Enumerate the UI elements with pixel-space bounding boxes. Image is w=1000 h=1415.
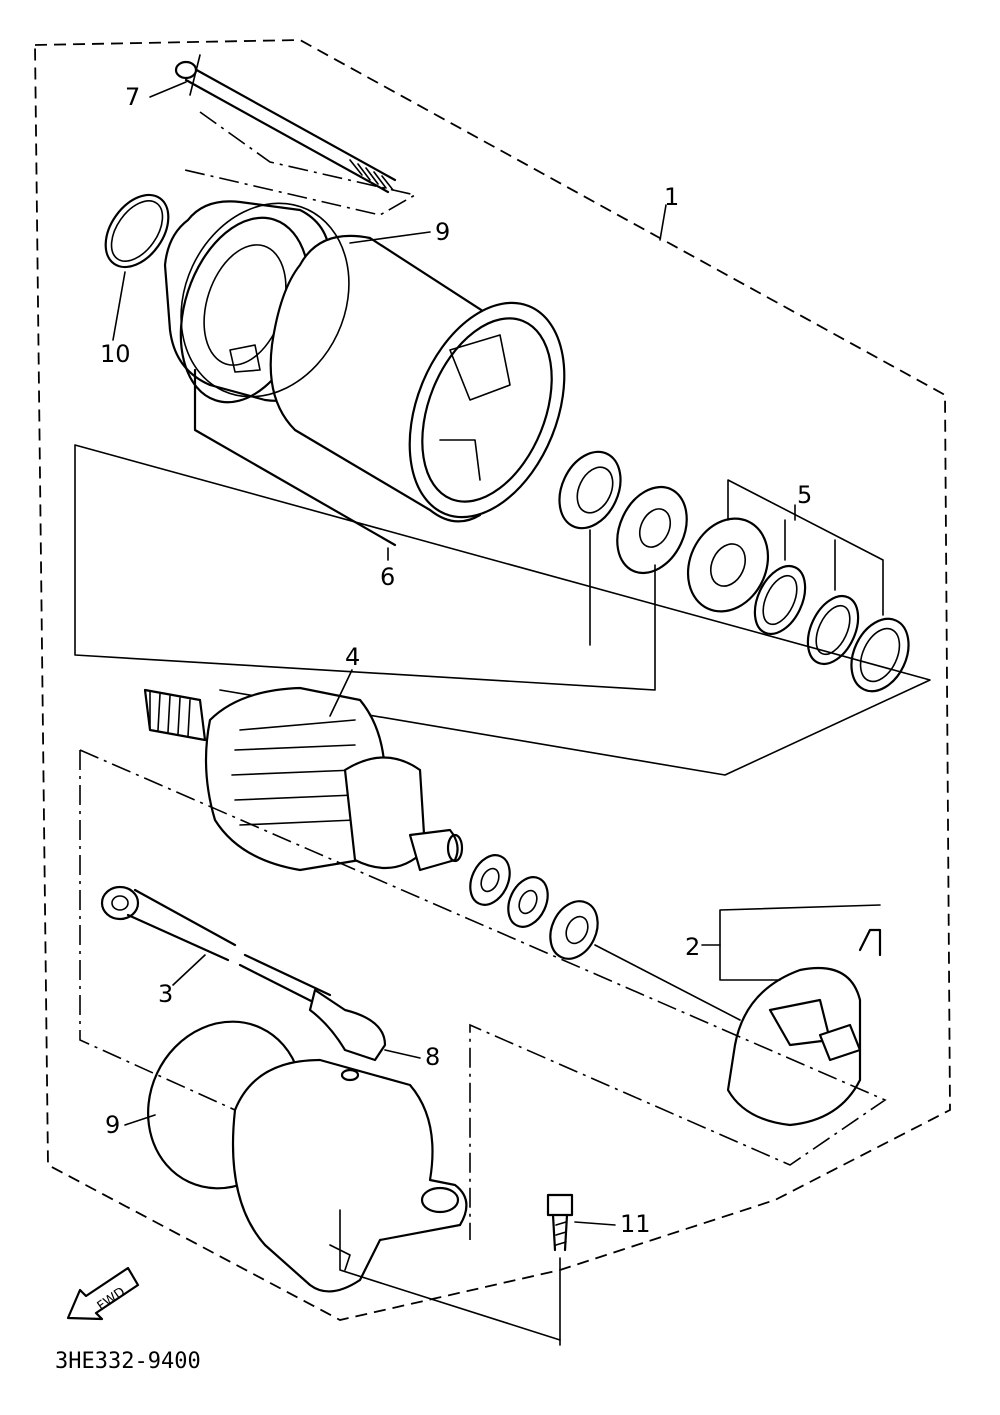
callout-7: 7: [125, 83, 140, 111]
seal: [616, 485, 688, 575]
bolt-part-7: [174, 54, 418, 216]
callout-5: 5: [797, 481, 812, 509]
terminal-boot-part-8: [308, 988, 387, 1062]
callout-8: 8: [425, 1043, 440, 1071]
callout-9-upper: 9: [435, 218, 450, 246]
callout-6: 6: [380, 563, 395, 591]
gasket-part-9-upper: [180, 202, 350, 398]
callout-11: 11: [620, 1210, 651, 1238]
screw-part-11: [546, 1193, 574, 1346]
lower-bracket: [79, 749, 887, 1240]
yoke-housing: [269, 234, 566, 523]
fwd-arrow-icon: FWD: [66, 1266, 140, 1321]
callout-10: 10: [100, 340, 131, 368]
part-code: 3HE332-9400: [55, 1349, 201, 1374]
lead-wire-part-3: [100, 885, 332, 1010]
rear-end-cover: [231, 1058, 561, 1341]
callout-1: 1: [664, 183, 679, 211]
callout-leaders: [112, 81, 796, 1226]
callout-2: 2: [685, 933, 700, 961]
brush-holder-part-2: [594, 904, 882, 1127]
thrust-washers: [469, 854, 599, 960]
kit-bracket-part-6: [74, 444, 931, 776]
callout-9-lower: 9: [105, 1111, 120, 1139]
o-ring-part-10: [104, 193, 170, 269]
callout-3: 3: [158, 980, 173, 1008]
armature-part-4: [143, 686, 464, 872]
bearing: [558, 450, 622, 530]
assembly-boundary: [34, 39, 951, 1321]
washer-set-part-5: [686, 479, 910, 693]
callout-4: 4: [345, 643, 360, 671]
